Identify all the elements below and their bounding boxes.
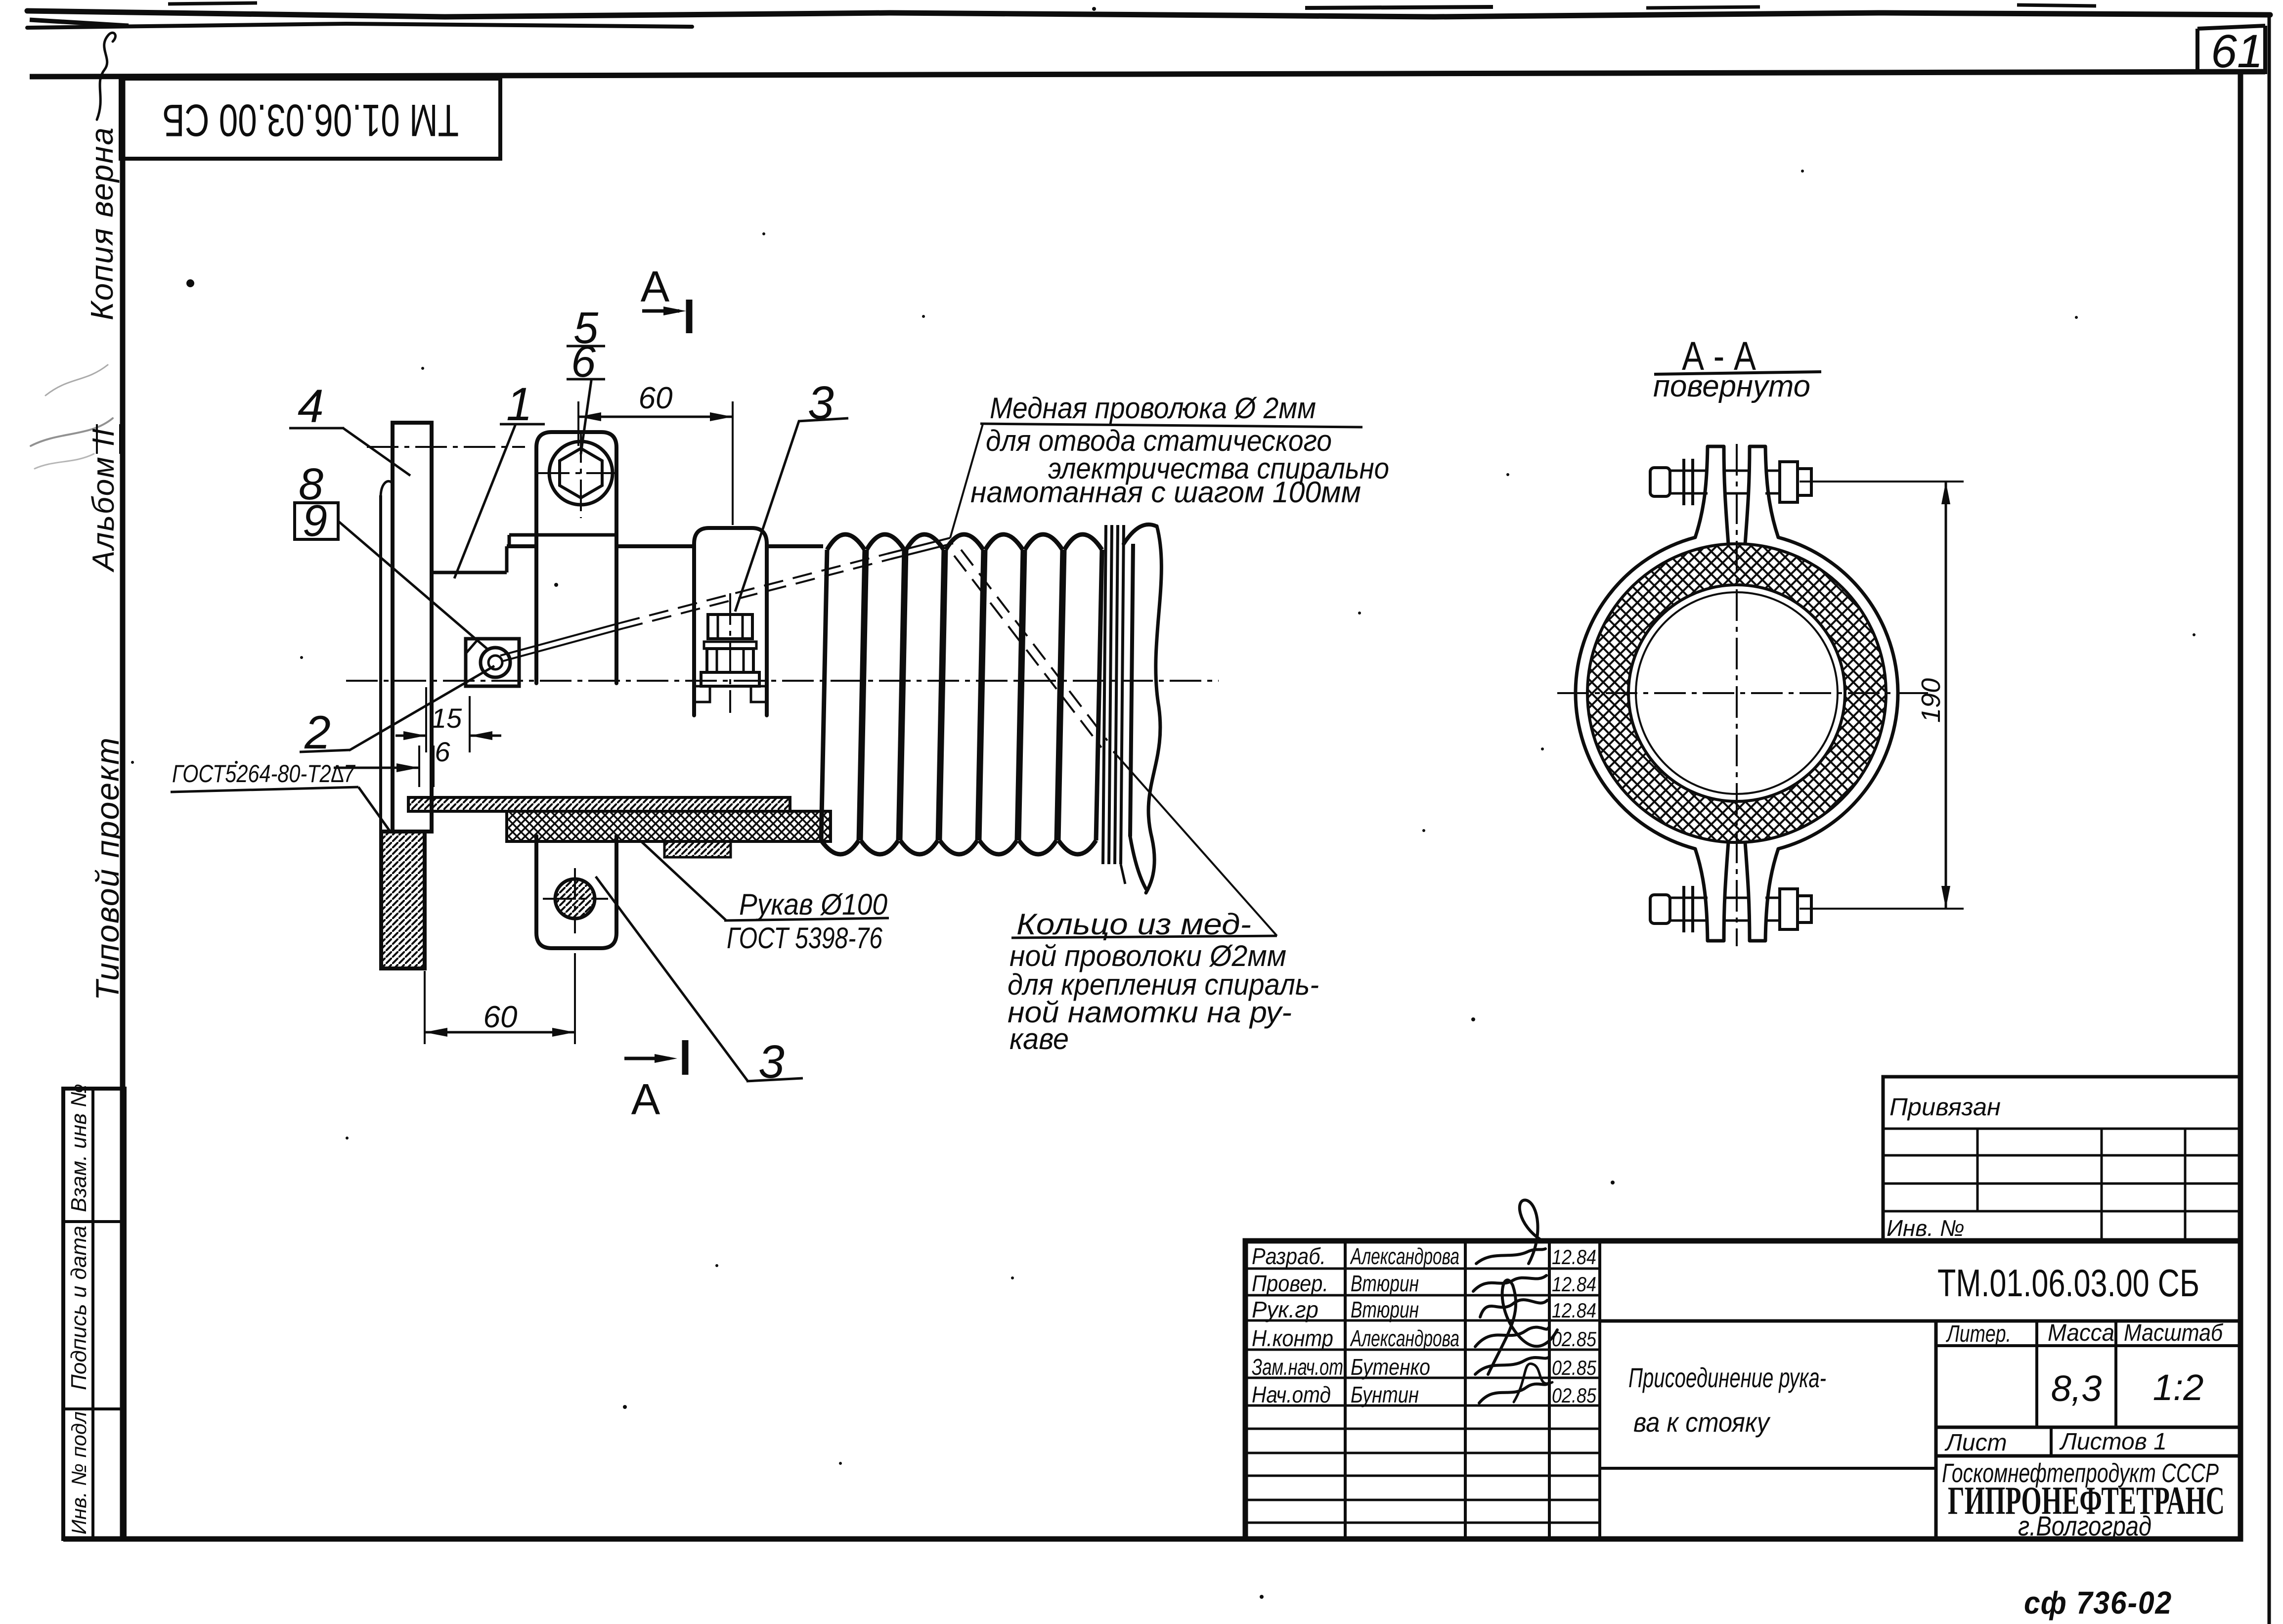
- svg-text:1:2: 1:2: [2153, 1367, 2204, 1408]
- svg-text:60: 60: [483, 1000, 518, 1034]
- svg-text:Госкомнефтепродукт СССР: Госкомнефтепродукт СССР: [1942, 1458, 2219, 1488]
- svg-text:Инв. №: Инв. №: [1887, 1215, 1965, 1241]
- svg-text:ГОСТ 5398-76: ГОСТ 5398-76: [727, 922, 883, 955]
- svg-text:Присоединение рука-: Присоединение рука-: [1628, 1362, 1826, 1393]
- svg-text:ной намотки на ру-: ной намотки на ру-: [1008, 996, 1292, 1029]
- svg-text:Бутенко: Бутенко: [1351, 1354, 1430, 1380]
- svg-text:ТМ.01.06.03.00 СБ: ТМ.01.06.03.00 СБ: [1937, 1261, 2199, 1305]
- svg-text:02.85: 02.85: [1552, 1356, 1597, 1379]
- svg-text:12.84: 12.84: [1552, 1299, 1596, 1322]
- svg-text:Взам. инв №: Взам. инв №: [67, 1084, 91, 1212]
- svg-text:15: 15: [431, 702, 462, 734]
- svg-text:Александрова: Александрова: [1350, 1325, 1459, 1351]
- svg-text:4: 4: [298, 380, 324, 433]
- svg-text:Подпись и дата: Подпись и дата: [67, 1226, 91, 1390]
- svg-text:02.85: 02.85: [1552, 1384, 1597, 1407]
- svg-text:Н.контр: Н.контр: [1252, 1325, 1333, 1351]
- svg-text:60: 60: [639, 381, 673, 415]
- svg-text:6: 6: [435, 736, 450, 767]
- svg-text:61: 61: [2211, 25, 2263, 78]
- svg-text:Рук.гр: Рук.гр: [1252, 1297, 1318, 1322]
- svg-text:8: 8: [299, 460, 323, 509]
- svg-text:Рукав Ø100: Рукав Ø100: [739, 888, 887, 921]
- svg-text:сф 736-02: сф 736-02: [2024, 1585, 2172, 1621]
- svg-text:электричества спирально: электричества спирально: [1048, 452, 1389, 485]
- svg-text:190: 190: [1916, 678, 1946, 723]
- svg-text:Бунтин: Бунтин: [1351, 1382, 1419, 1407]
- svg-text:Привязан: Привязан: [1889, 1093, 2001, 1121]
- svg-text:ва к стояку: ва к стояку: [1633, 1406, 1771, 1438]
- svg-text:Масса: Масса: [2048, 1320, 2114, 1346]
- svg-text:Лист: Лист: [1944, 1430, 2007, 1456]
- svg-text:Альбом II: Альбом II: [87, 428, 121, 573]
- svg-text:ГИПРОНЕФТЕТРАНС: ГИПРОНЕФТЕТРАНС: [1948, 1479, 2225, 1523]
- svg-text:для крепления спираль-: для крепления спираль-: [1008, 968, 1319, 1001]
- svg-text:Медная проволока Ø 2мм: Медная проволока Ø 2мм: [990, 392, 1316, 425]
- svg-text:02.85: 02.85: [1552, 1327, 1597, 1351]
- svg-text:Литер.: Литер.: [1946, 1321, 2011, 1347]
- svg-text:А - А: А - А: [1682, 334, 1756, 379]
- svg-text:А: А: [631, 1075, 660, 1124]
- svg-text:8,3: 8,3: [2051, 1368, 2102, 1409]
- svg-text:намотанная с шагом 100мм: намотанная с шагом 100мм: [970, 476, 1361, 509]
- svg-text:Масштаб: Масштаб: [2124, 1320, 2224, 1346]
- svg-text:12.84: 12.84: [1552, 1273, 1596, 1296]
- svg-text:для отвода статического: для отвода статического: [986, 424, 1332, 457]
- svg-text:Зам.нач.от: Зам.нач.от: [1252, 1354, 1343, 1380]
- svg-text:Копия верна: Копия верна: [84, 127, 120, 320]
- svg-text:Александрова: Александрова: [1350, 1243, 1459, 1269]
- svg-text:9: 9: [303, 496, 327, 546]
- svg-text:г.Волгоград: г.Волгоград: [2018, 1510, 2151, 1541]
- svg-text:Листов 1: Листов 1: [2059, 1429, 2167, 1455]
- svg-text:12.84: 12.84: [1552, 1245, 1596, 1269]
- svg-text:5: 5: [573, 304, 599, 353]
- svg-text:ной проволоки Ø2мм: ной проволоки Ø2мм: [1010, 939, 1286, 972]
- svg-text:каве: каве: [1010, 1022, 1069, 1055]
- svg-text:Типовой проект: Типовой проект: [89, 737, 126, 1001]
- svg-text:Втюрин: Втюрин: [1351, 1271, 1419, 1296]
- svg-text:1: 1: [506, 378, 532, 431]
- svg-text:Втюрин: Втюрин: [1351, 1297, 1419, 1322]
- svg-text:Разраб.: Разраб.: [1252, 1243, 1326, 1269]
- svg-text:ГОСТ5264-80-Т2∆7: ГОСТ5264-80-Т2∆7: [172, 760, 356, 788]
- svg-text:А: А: [641, 262, 670, 311]
- svg-text:повернуто: повернуто: [1653, 369, 1810, 403]
- svg-text:Инв. № подл.: Инв. № подл.: [67, 1405, 90, 1535]
- svg-text:Провер.: Провер.: [1252, 1271, 1328, 1296]
- svg-text:ТМ 01.06.03.00 СБ: ТМ 01.06.03.00 СБ: [162, 95, 459, 145]
- svg-text:Нач.отд: Нач.отд: [1252, 1382, 1331, 1407]
